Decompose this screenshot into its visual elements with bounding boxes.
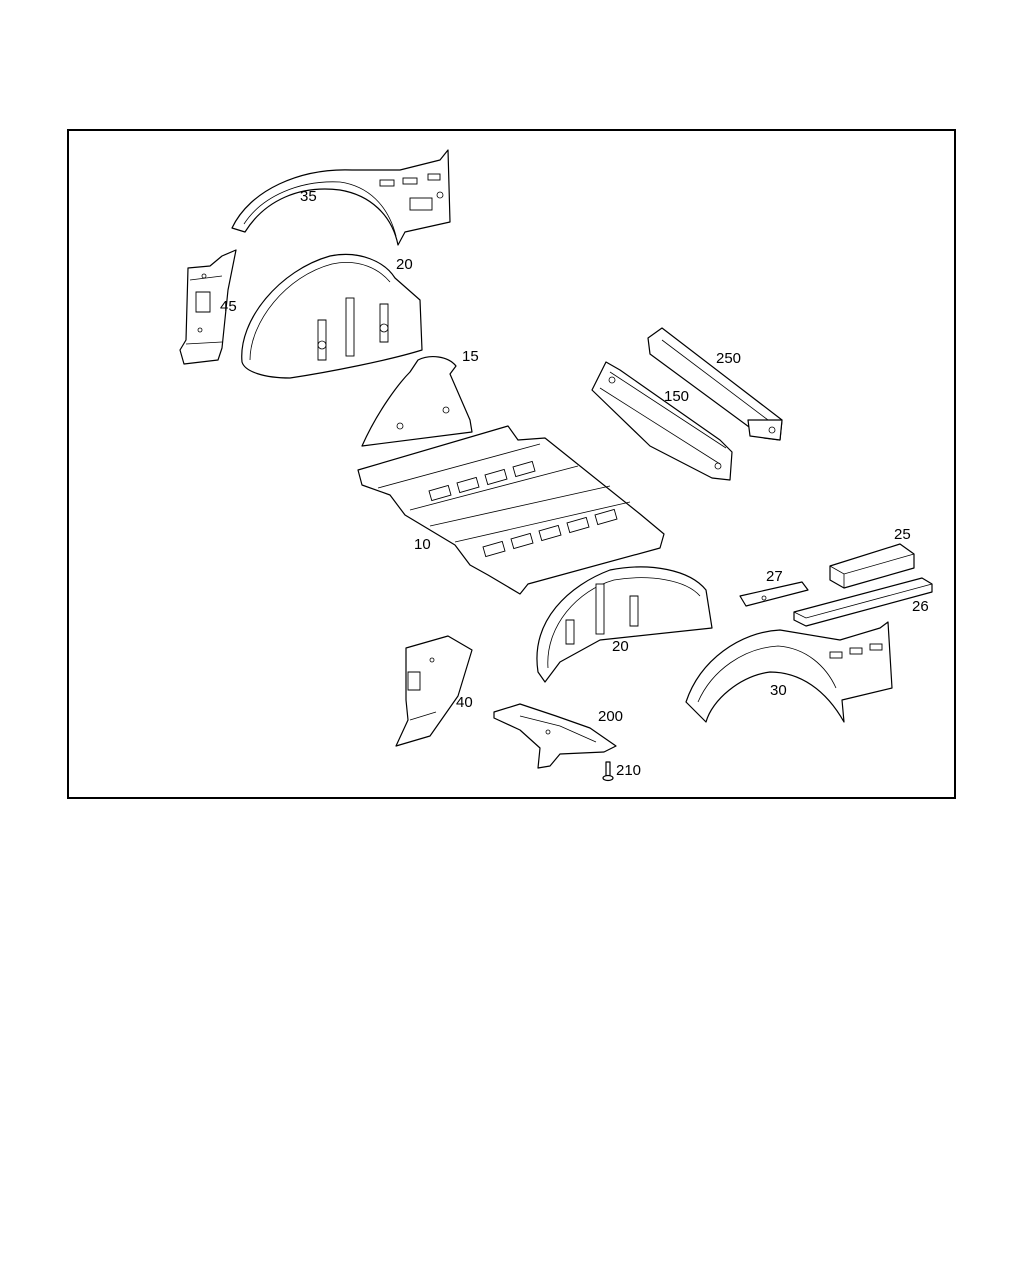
part-200-support-bracket[interactable] xyxy=(493,703,617,769)
part-45-pillar-bracket[interactable] xyxy=(179,249,237,365)
callout-35: 35 xyxy=(300,188,317,205)
callout-40: 40 xyxy=(456,694,473,711)
part-26-long-pad[interactable] xyxy=(793,577,933,627)
part-40-pillar-bracket[interactable] xyxy=(395,635,473,747)
part-20-wheelhouse-lower[interactable] xyxy=(536,566,713,683)
part-30-wheel-arch-outer[interactable] xyxy=(685,621,893,723)
callout-45: 45 xyxy=(220,298,237,315)
callout-20: 20 xyxy=(396,256,413,273)
callout-30: 30 xyxy=(770,682,787,699)
callout-20: 20 xyxy=(612,638,629,655)
part-150-cross-member[interactable] xyxy=(591,361,733,481)
part-35-wheel-arch-outer[interactable] xyxy=(231,149,451,246)
callout-27: 27 xyxy=(766,568,783,585)
callout-10: 10 xyxy=(414,536,431,553)
part-25-pad[interactable] xyxy=(829,543,915,589)
callout-150: 150 xyxy=(664,388,689,405)
part-27-bracket-strip[interactable] xyxy=(739,581,809,607)
callout-250: 250 xyxy=(716,350,741,367)
part-250-cross-member[interactable] xyxy=(647,327,783,441)
callout-25: 25 xyxy=(894,526,911,543)
part-10-floor-panel[interactable] xyxy=(357,425,665,595)
callout-200: 200 xyxy=(598,708,623,725)
part-20-wheelhouse-upper[interactable] xyxy=(241,253,423,379)
part-210-bolt[interactable] xyxy=(602,761,614,782)
callout-26: 26 xyxy=(912,598,929,615)
callout-210: 210 xyxy=(616,762,641,779)
part-15-shield-panel[interactable] xyxy=(361,356,473,447)
callout-15: 15 xyxy=(462,348,479,365)
